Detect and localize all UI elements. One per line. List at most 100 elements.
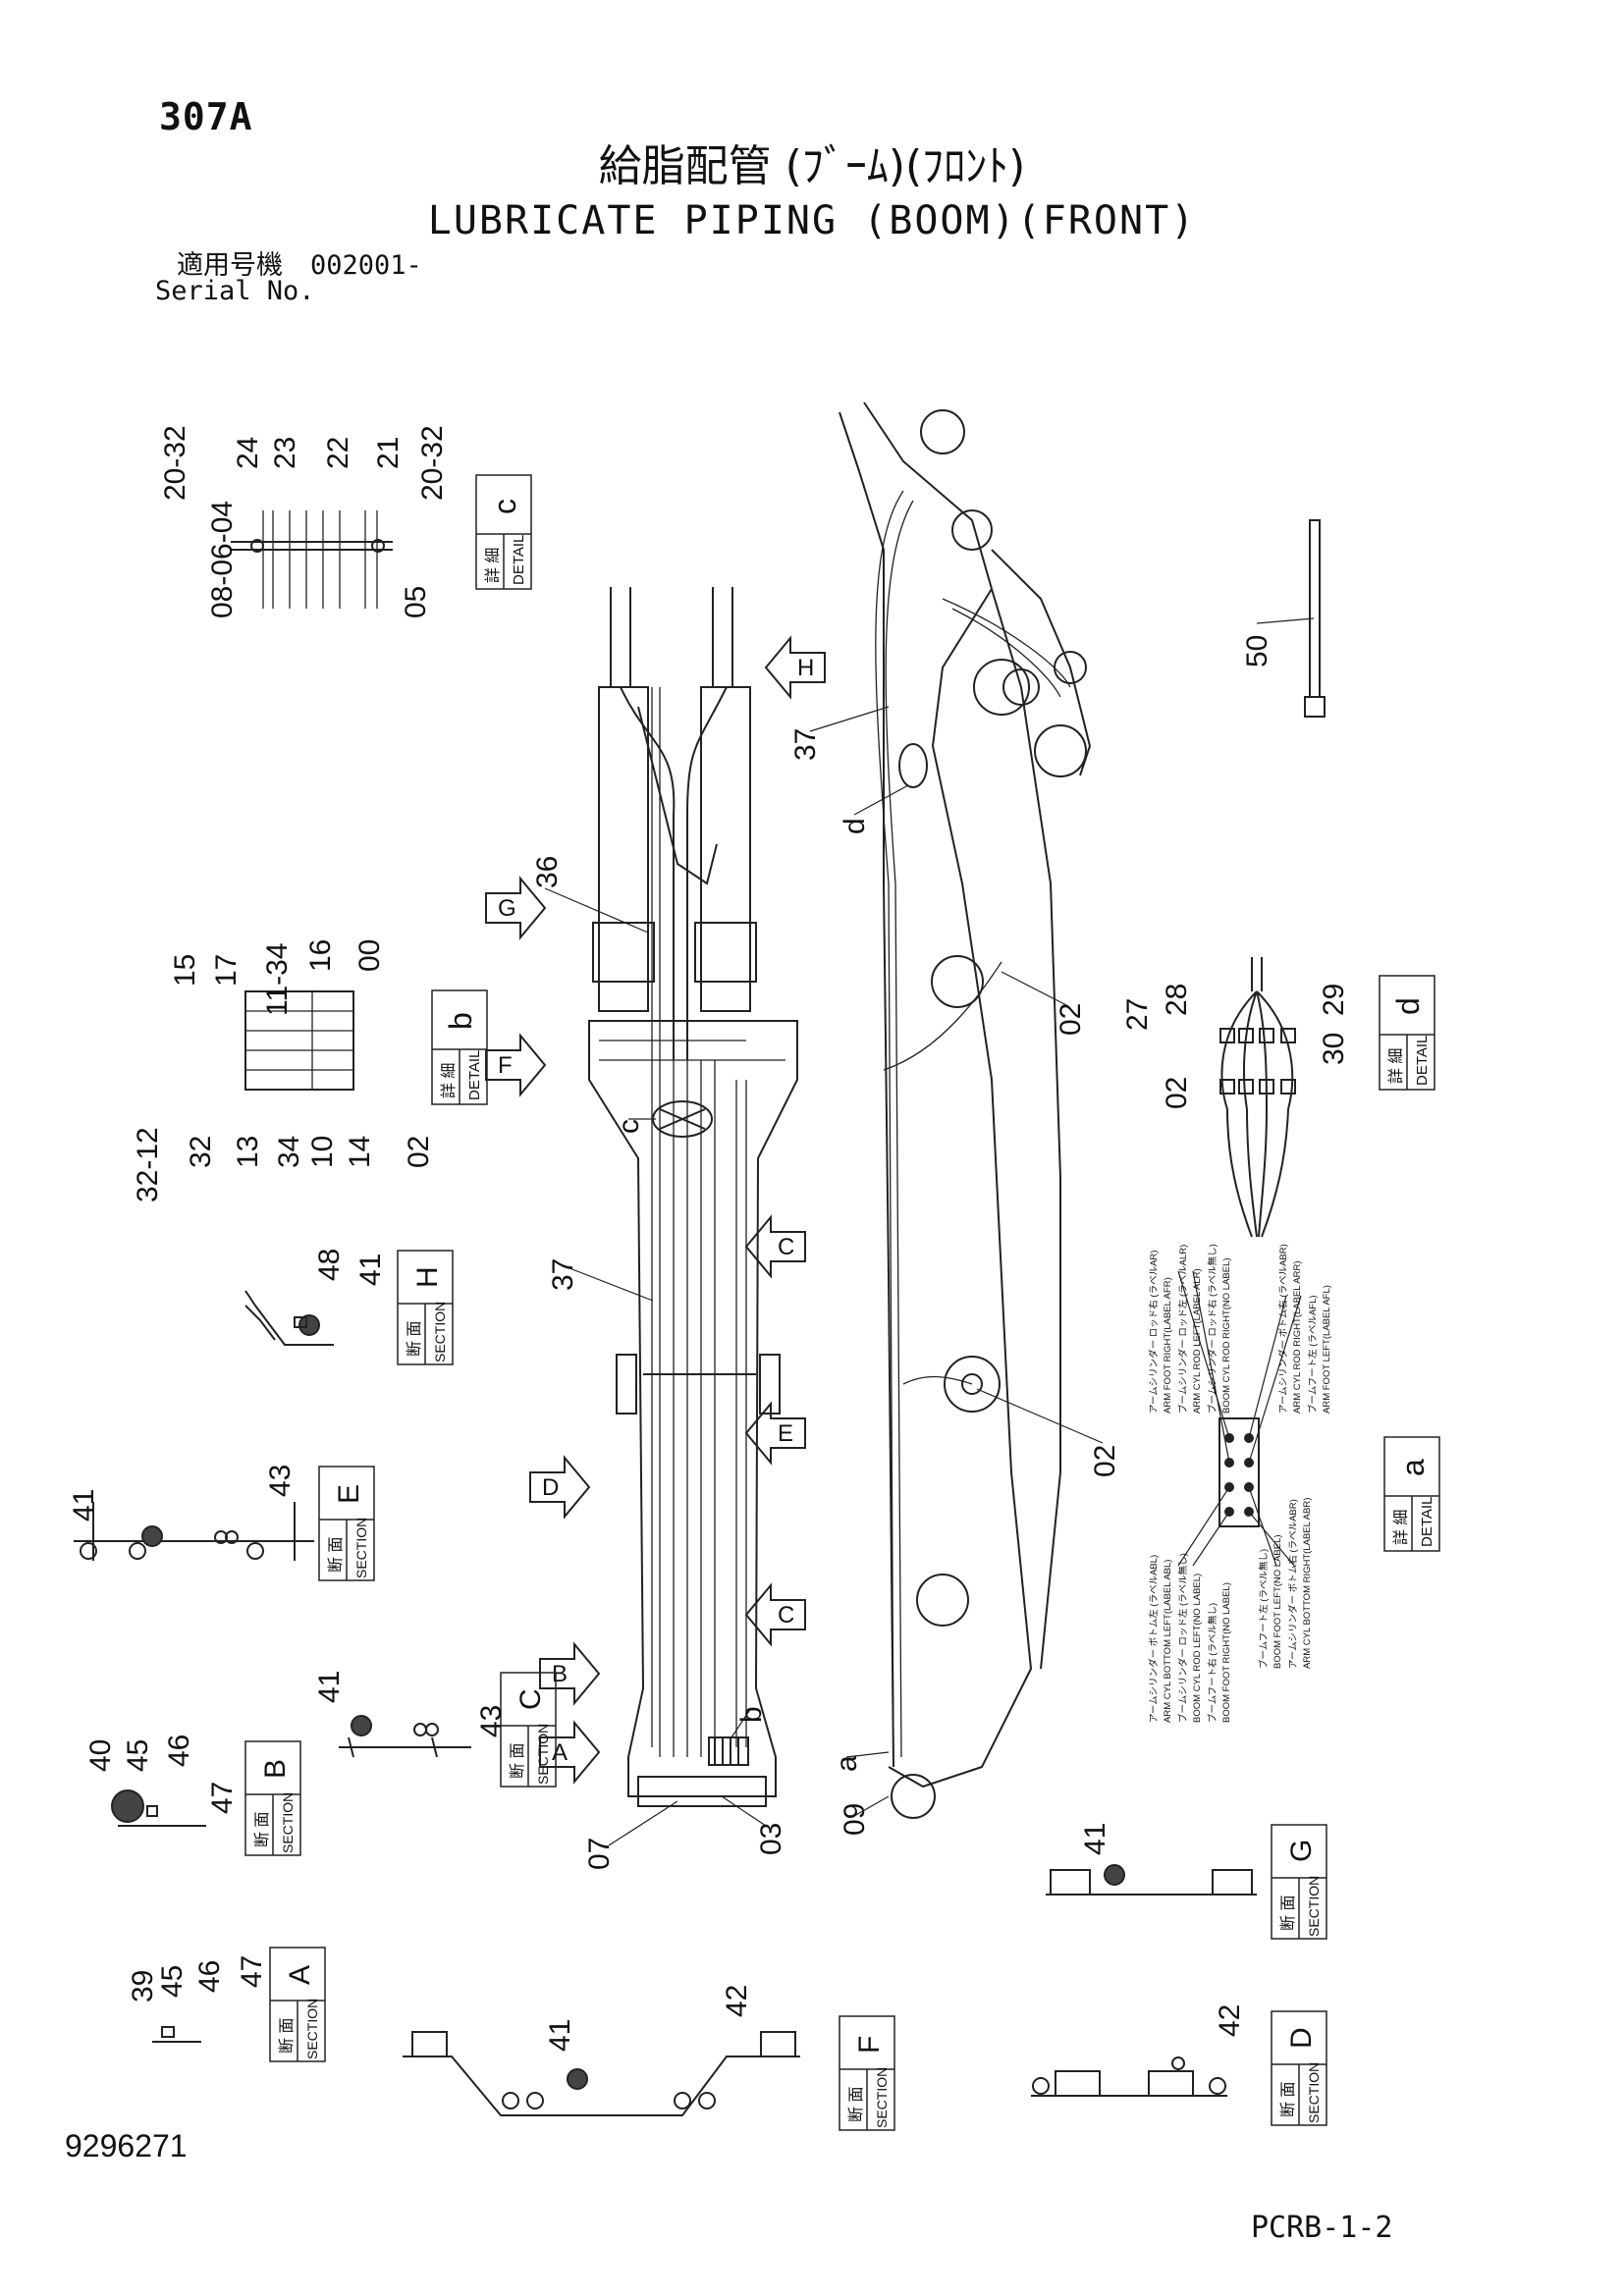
label-main-07: 07: [583, 1838, 616, 1870]
title-japanese: 給脂配管 (ﾌﾞｰﾑ)(ﾌﾛﾝﾄ): [598, 141, 1026, 191]
label-a-39: 39: [127, 1970, 159, 2002]
label-a-45: 45: [156, 1965, 189, 1998]
svg-text:SECTION: SECTION: [1306, 2062, 1322, 2123]
callout-a-upper-1: ARM FOOT RIGHT(LABEL AFR): [1163, 1277, 1173, 1414]
label-main-37-front: 37: [547, 1258, 579, 1291]
section-box-c: 断 面 SECTION C: [500, 1672, 557, 1788]
svg-text:SECTION: SECTION: [432, 1302, 448, 1362]
document-number: 9296271: [65, 2128, 188, 2163]
svg-text:SECTION: SECTION: [353, 1518, 369, 1578]
label-main-02-upper: 02: [1055, 1003, 1087, 1036]
detail-box-c: 詳 細 DETAIL c: [475, 474, 532, 590]
label-b-34: 34: [273, 1136, 305, 1168]
label-c-22: 22: [322, 437, 354, 469]
svg-text:A: A: [284, 1965, 316, 1985]
label-a-46: 46: [193, 1960, 226, 1993]
detail-a-drawing: [1177, 1270, 1302, 1567]
svg-text:断 面: 断 面: [1279, 2082, 1297, 2117]
label-c-20-32a: 20-32: [159, 425, 191, 501]
svg-text:C: C: [778, 1602, 794, 1629]
section-g-drawing: [1046, 1864, 1257, 1896]
label-h-48: 48: [313, 1249, 346, 1281]
section-box-f: 断 面 SECTION F: [839, 2015, 895, 2131]
label-c-08-06-04: 08-06-04: [206, 501, 239, 618]
svg-text:DETAIL: DETAIL: [511, 535, 527, 585]
svg-text:G: G: [498, 895, 516, 922]
boom-front-view: [588, 587, 798, 1807]
label-b-14: 14: [344, 1136, 376, 1168]
detail-box-b: 詳 細 DETAIL b: [431, 989, 488, 1105]
svg-text:E: E: [333, 1484, 365, 1504]
callout-a-lower-2: ブームシリンダー ロッド左 (ラベル無し): [1177, 1553, 1189, 1723]
serial-label-english: Serial No.: [155, 276, 315, 306]
label-d-02: 02: [1161, 1077, 1193, 1109]
callout-a-lower-8: アームシリンダー ボトム右 (ラベルABR): [1287, 1499, 1299, 1669]
label-main-02-lower: 02: [1089, 1445, 1121, 1477]
label-main-c: c: [613, 1119, 645, 1134]
label-e-43: 43: [264, 1465, 297, 1497]
label-d-30: 30: [1318, 1033, 1350, 1065]
view-arrow-f: F: [485, 1033, 547, 1097]
svg-text:a: a: [1395, 1459, 1431, 1476]
svg-text:D: D: [542, 1474, 559, 1501]
svg-text:DETAIL: DETAIL: [1414, 1036, 1431, 1086]
svg-text:C: C: [514, 1688, 547, 1710]
label-d-42: 42: [1214, 2004, 1246, 2037]
callout-a-lower-3: BOOM CYL ROD LEFT(NO LABEL): [1192, 1574, 1203, 1723]
label-g-41: 41: [1079, 1823, 1111, 1855]
view-arrow-c-upper: C: [744, 1214, 806, 1279]
label-c-21: 21: [372, 437, 405, 469]
label-c-20-32b: 20-32: [416, 425, 449, 501]
svg-text:断 面: 断 面: [406, 1321, 423, 1357]
section-box-d: 断 面 SECTION D: [1271, 2010, 1327, 2126]
label-c-24: 24: [232, 437, 264, 469]
view-arrow-h: H: [764, 635, 826, 700]
svg-text:d: d: [1390, 997, 1426, 1015]
label-h-41: 41: [354, 1254, 387, 1286]
boom-side-view: [839, 401, 1092, 1819]
label-c-23: 23: [269, 437, 301, 469]
label-b-32-12: 32-12: [132, 1127, 164, 1202]
label-e-41: 41: [68, 1489, 100, 1522]
section-box-g: 断 面 SECTION G: [1271, 1824, 1327, 1940]
section-f-drawing: [403, 2031, 800, 2116]
view-arrow-g: G: [485, 876, 547, 940]
section-c-drawing: [339, 1715, 471, 1758]
view-arrow-b: B: [539, 1641, 601, 1706]
label-main-37-side: 37: [789, 728, 822, 761]
page-code: 307A: [159, 95, 253, 138]
callout-a-lower-5: BOOM FOOT RIGHT(NO LABEL): [1221, 1582, 1232, 1723]
callout-a-lower-9: ARM CYL BOTTOM RIGHT(LABEL ABR): [1302, 1498, 1313, 1669]
section-h-drawing: [244, 1290, 334, 1346]
view-arrow-d: D: [529, 1455, 591, 1520]
section-box-a: 断 面 SECTION A: [269, 1947, 326, 2062]
svg-text:c: c: [487, 499, 522, 514]
section-b-drawing: [111, 1789, 206, 1827]
section-box-e: 断 面 SECTION E: [318, 1466, 375, 1581]
label-c-43: 43: [475, 1705, 508, 1737]
callout-a-lower-1: ARM CYL BOTTOM LEFT(LABEL ABL): [1163, 1560, 1173, 1723]
serial-number: 002001-: [310, 250, 422, 281]
cable-tie-drawing: [1304, 519, 1326, 718]
title-english: LUBRICATE PIPING (BOOM)(FRONT): [427, 198, 1197, 243]
label-b-32: 32: [185, 1136, 217, 1168]
svg-text:B: B: [552, 1661, 568, 1687]
label-b-10: 10: [306, 1136, 339, 1168]
label-f-42: 42: [721, 1985, 753, 2017]
callout-a-upper-7: ARM CYL ROD RIGHT(LABEL ARR): [1292, 1260, 1303, 1414]
svg-text:F: F: [853, 2036, 886, 2054]
svg-text:断 面: 断 面: [509, 1743, 526, 1779]
svg-text:詳 細: 詳 細: [440, 1063, 458, 1098]
callout-a-upper-9: ARM FOOT LEFT(LABEL AFL): [1322, 1285, 1332, 1414]
detail-box-d: 詳 細 DETAIL d: [1379, 975, 1435, 1091]
label-b-13: 13: [232, 1136, 264, 1168]
callout-a-upper-8: ブームフート左 (ラベルAFL): [1307, 1295, 1319, 1414]
label-c-41: 41: [313, 1671, 346, 1703]
svg-text:DETAIL: DETAIL: [466, 1050, 483, 1100]
label-main-b: b: [735, 1706, 768, 1723]
view-arrow-c-lower: C: [744, 1582, 806, 1647]
svg-text:SECTION: SECTION: [280, 1792, 296, 1853]
label-c-05: 05: [400, 586, 432, 618]
label-b-15: 15: [169, 954, 201, 987]
detail-b-drawing: [244, 990, 354, 1091]
